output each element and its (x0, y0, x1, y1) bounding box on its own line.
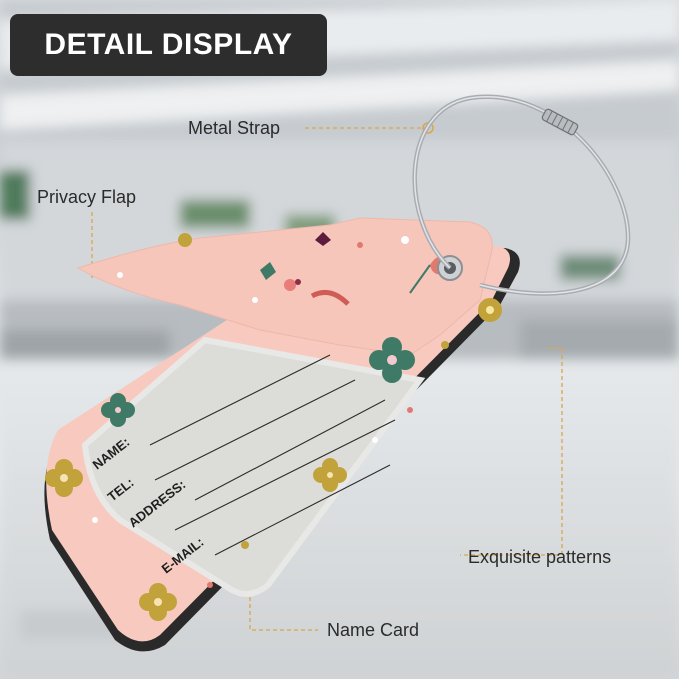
detail-display-badge: DETAIL DISPLAY (10, 14, 327, 76)
privacy-flap-callout: Privacy Flap (37, 187, 137, 207)
exquisite-patterns-callout: Exquisite patterns (468, 547, 612, 567)
metal-strap-callout: Metal Strap (188, 118, 281, 138)
detail-display-title: DETAIL DISPLAY (44, 28, 293, 61)
name-card-window: NAME: TEL: ADDRESS: E-MAIL: (81, 336, 426, 597)
body-floral-pattern (45, 393, 413, 621)
name-card-callout: Name Card (327, 620, 420, 640)
metal-strap (412, 94, 631, 296)
